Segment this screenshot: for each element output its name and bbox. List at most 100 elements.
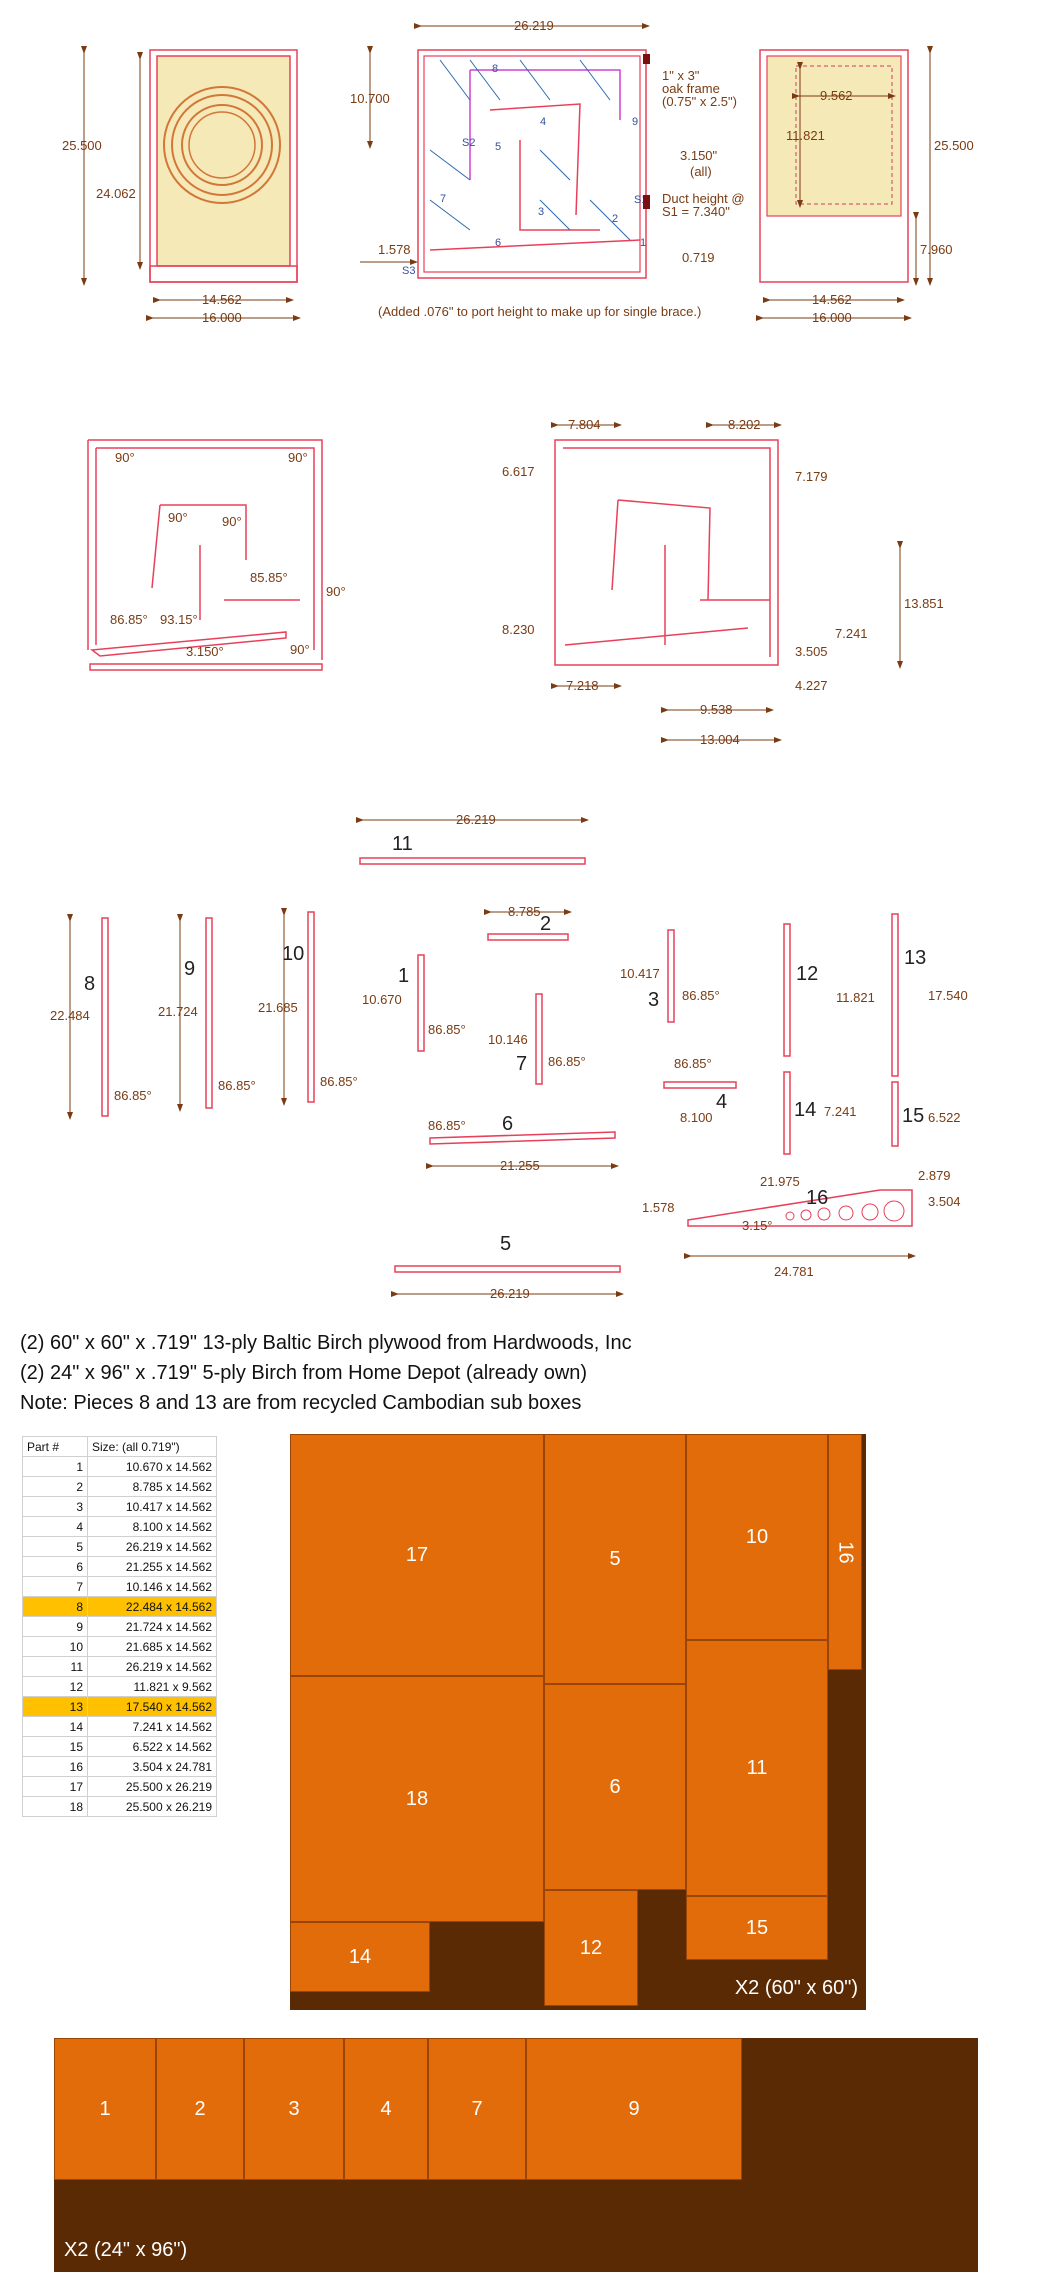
sheet1-piece-6: 6 — [544, 1684, 686, 1890]
piece-1-angle: 86.85° — [428, 1022, 466, 1037]
piece-5-dim: 26.219 — [490, 1286, 530, 1301]
dim-7179: 7.179 — [795, 469, 828, 484]
side-height: 25.500 — [934, 138, 974, 153]
piece-8-dim: 22.484 — [50, 1008, 90, 1023]
part-number: 5 — [22, 1536, 88, 1557]
part-size: 6.522 x 14.562 — [87, 1736, 217, 1757]
piece-1-dim: 10.670 — [362, 992, 402, 1007]
speaker-driver-icon — [163, 86, 281, 204]
piece-4-angle: 86.85° — [674, 1056, 712, 1071]
piece-6-label: 6 — [502, 1113, 513, 1135]
front-height: 25.500 — [62, 138, 102, 153]
oak-frame-2: oak frame — [662, 81, 720, 96]
piece-3-label: 3 — [648, 989, 659, 1011]
part-size: 22.484 x 14.562 — [87, 1596, 217, 1617]
angle-90-a: 90° — [115, 450, 135, 465]
part-number: 7 — [22, 1576, 88, 1597]
part-size: 3.504 x 24.781 — [87, 1756, 217, 1777]
piece-4-label: 4 — [716, 1091, 727, 1113]
dim-7218: 7.218 — [566, 678, 599, 693]
port-note: (Added .076" to port height to make up f… — [378, 304, 701, 319]
angle-layout: 90° 90° 90° 90° 85.85° 90° 86.85° 93.15°… — [87, 439, 346, 671]
dim-8202: 8.202 — [728, 417, 761, 432]
front-view: 25.500 24.062 14.562 16.000 — [62, 46, 301, 325]
part-size: 25.500 x 26.219 — [87, 1796, 217, 1817]
front-inner-height: 24.062 — [96, 186, 136, 201]
part-number: 15 — [22, 1736, 88, 1757]
sheet1-label: X2 (60" x 60") — [734, 1977, 858, 1999]
dim-3505: 3.505 — [795, 644, 828, 659]
sheet1-piece-11: 11 — [686, 1640, 828, 1896]
part-number: 2 — [22, 1476, 88, 1497]
s3-label: S3 — [402, 265, 415, 277]
part-size: 11.821 x 9.562 — [87, 1676, 217, 1697]
sheet1-piece-18: 18 — [290, 1676, 544, 1922]
piece-16-dim-e: 1.578 — [642, 1200, 675, 1215]
piece-16-dim-d: 24.781 — [774, 1264, 814, 1279]
angle-90-b: 90° — [288, 450, 308, 465]
piece-11-dim: 26.219 — [456, 812, 496, 827]
panel-8-label: 8 — [492, 63, 498, 75]
oak-frame-1: 1" x 3" — [662, 68, 700, 83]
piece-9-dim: 21.724 — [158, 1004, 198, 1019]
sheet-60x60: 17 5 10 16 18 6 11 14 12 15 X2 (60" x 60… — [290, 1434, 866, 2010]
duct-height: Duct height @ — [662, 191, 745, 206]
piece-2-dim: 8.785 — [508, 904, 541, 919]
part-size: 26.219 x 14.562 — [87, 1536, 217, 1557]
sheet2-piece-3: 3 — [244, 2038, 344, 2180]
panel-9-label: 9 — [632, 116, 638, 128]
dim-7241: 7.241 — [835, 626, 868, 641]
part-size: 8.100 x 14.562 — [87, 1516, 217, 1537]
piece-8-angle: 86.85° — [114, 1088, 152, 1103]
part-number: 16 — [22, 1756, 88, 1777]
sheet2-piece-2: 2 — [156, 2038, 244, 2180]
part-number: 4 — [22, 1516, 88, 1537]
piece-10-dim: 21.685 — [258, 1000, 298, 1015]
s2-label: S2 — [462, 137, 475, 149]
part-number: 17 — [22, 1776, 88, 1797]
piece-3-angle: 86.85° — [682, 988, 720, 1003]
sheet1-piece-12: 12 — [544, 1890, 638, 2006]
piece-14-label: 14 — [794, 1099, 816, 1121]
piece-6-dim: 21.255 — [500, 1158, 540, 1173]
angle-90-e: 90° — [326, 584, 346, 599]
piece-4-dim: 8.100 — [680, 1110, 713, 1125]
piece-16-dim-b: 2.879 — [918, 1168, 951, 1183]
dim-4227: 4.227 — [795, 678, 828, 693]
dimension-layout: 7.804 8.202 6.617 7.179 13.851 8.230 7.2… — [502, 417, 944, 747]
side-inner-width: 9.562 — [820, 88, 853, 103]
technical-drawings: 25.500 24.062 14.562 16.000 26.219 8 9 4… — [50, 18, 974, 1301]
dim-6617: 6.617 — [502, 464, 535, 479]
piece-9-label: 9 — [184, 958, 195, 980]
front-outer-width: 16.000 — [202, 310, 242, 325]
side-lower: 7.960 — [920, 242, 953, 257]
sheet1-piece-5: 5 — [544, 1434, 686, 1684]
piece-15-label: 15 — [902, 1105, 924, 1127]
dim-9538: 9.538 — [700, 702, 733, 717]
part-size: 10.417 x 14.562 — [87, 1496, 217, 1517]
panel-2-label: 2 — [612, 213, 618, 225]
part-number: 1 — [22, 1456, 88, 1477]
part-size: 26.219 x 14.562 — [87, 1656, 217, 1677]
dim-8230: 8.230 — [502, 622, 535, 637]
piece-15-dim: 6.522 — [928, 1110, 961, 1125]
piece-6-angle: 86.85° — [428, 1118, 466, 1133]
piece-7-label: 7 — [516, 1053, 527, 1075]
piece-5-label: 5 — [500, 1233, 511, 1255]
side-inner-height: 11.821 — [786, 128, 825, 143]
side-w1: 14.562 — [812, 292, 852, 307]
front-inner-width: 14.562 — [202, 292, 242, 307]
part-size: 21.685 x 14.562 — [87, 1636, 217, 1657]
piece-7-dim: 10.146 — [488, 1032, 528, 1047]
sheet1-piece-17: 17 — [290, 1434, 544, 1676]
piece-1-label: 1 — [398, 965, 409, 987]
note-line-1: (2) 60" x 60" x .719" 13-ply Baltic Birc… — [20, 1332, 632, 1354]
parts-header-size: Size: (all 0.719") — [87, 1436, 217, 1457]
